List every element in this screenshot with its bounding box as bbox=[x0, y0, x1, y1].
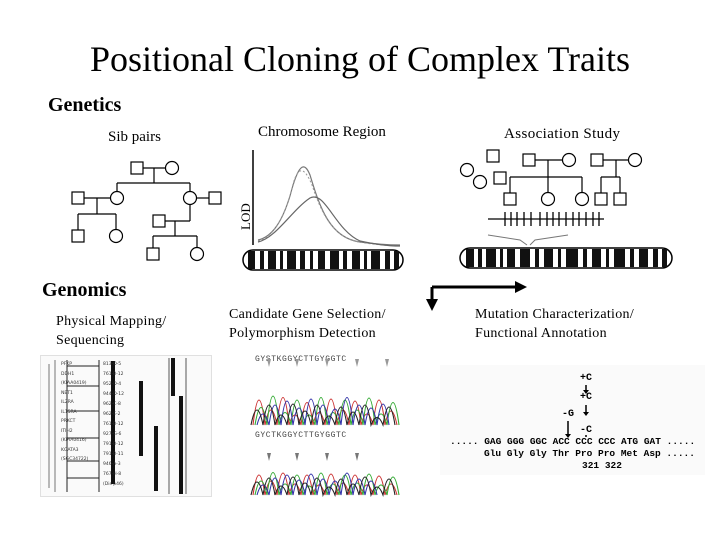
gene-label: IL15RA bbox=[61, 408, 88, 418]
label-line: Sequencing bbox=[56, 331, 166, 350]
label-line: Physical Mapping/ bbox=[56, 312, 166, 331]
protein-sequence-line: Glu Gly Gly Thr Pro Pro Met Asp ..... bbox=[484, 448, 695, 459]
gene-label: (KIAA0416) bbox=[61, 436, 88, 446]
gene-label: (SGC34722) bbox=[61, 455, 88, 465]
chromatogram-figure: GYSTKGGYCTTGYGGTC GYCTKGGYCTTGYGGTC bbox=[245, 355, 405, 500]
marker-label: 791-B-11 bbox=[103, 450, 124, 460]
marker-label: 962-C-8 bbox=[103, 400, 124, 410]
label-line: Mutation Characterization/ bbox=[475, 305, 634, 324]
physical-mapping-label: Physical Mapping/ Sequencing bbox=[56, 312, 166, 350]
marker-label: 761-B-12 bbox=[103, 370, 124, 380]
marker-label: 791-B-12 bbox=[103, 440, 124, 450]
chromatogram-traces bbox=[245, 355, 405, 500]
physical-map-figure: PFKP DDH1 (KIAA0419) NET1 IL2RA IL15RA P… bbox=[40, 355, 212, 497]
marker-label: 944-D-12 bbox=[103, 390, 124, 400]
marker-label: 952-D-4 bbox=[103, 380, 124, 390]
gene-label: IL2RA bbox=[61, 398, 88, 408]
marker-label: 767-H-8 bbox=[103, 470, 124, 480]
candidate-gene-label: Candidate Gene Selection/ Polymorphism D… bbox=[229, 305, 386, 343]
label-line: Candidate Gene Selection/ bbox=[229, 305, 386, 324]
codon-number: 321 bbox=[582, 460, 599, 471]
sequence-bottom-track: GYCTKGGYCTTGYGGTC bbox=[255, 431, 347, 440]
gene-label: NET1 bbox=[61, 389, 88, 399]
marker-label: 962-E-2 bbox=[103, 410, 124, 420]
label-line: Functional Annotation bbox=[475, 324, 634, 343]
dna-sequence-line: ..... GAG GGG GGC ACC CCC CCC ATG GAT ..… bbox=[450, 436, 695, 447]
gene-label: KGATA3 bbox=[61, 446, 88, 456]
gene-label: PFKP bbox=[61, 360, 88, 370]
codon-number: 322 bbox=[605, 460, 622, 471]
gene-labels: PFKP DDH1 (KIAA0419) NET1 IL2RA IL15RA P… bbox=[61, 360, 88, 465]
marker-label: 927-G-6 bbox=[103, 430, 124, 440]
gene-label: PRKCT bbox=[61, 417, 88, 427]
marker-label: 813-D-5 bbox=[103, 360, 124, 370]
gene-label: (KIAA0419) bbox=[61, 379, 88, 389]
marker-labels: 813-D-5 761-B-12 952-D-4 944-D-12 962-C-… bbox=[103, 360, 124, 490]
mutation-characterization-label: Mutation Characterization/ Functional An… bbox=[475, 305, 634, 343]
gene-label: DDH1 bbox=[61, 370, 88, 380]
marker-label: 761-B-12 bbox=[103, 420, 124, 430]
label-line: Polymorphism Detection bbox=[229, 324, 386, 343]
marker-label: (Dis p46) bbox=[103, 480, 124, 490]
gene-label: ITIH2 bbox=[61, 427, 88, 437]
codon-numbers: 321 322 bbox=[582, 460, 622, 471]
mutation-figure: +C +C -G -C ..... GAG GGG GGC ACC CCC CC… bbox=[440, 365, 705, 475]
marker-label: 946-A-3 bbox=[103, 460, 124, 470]
